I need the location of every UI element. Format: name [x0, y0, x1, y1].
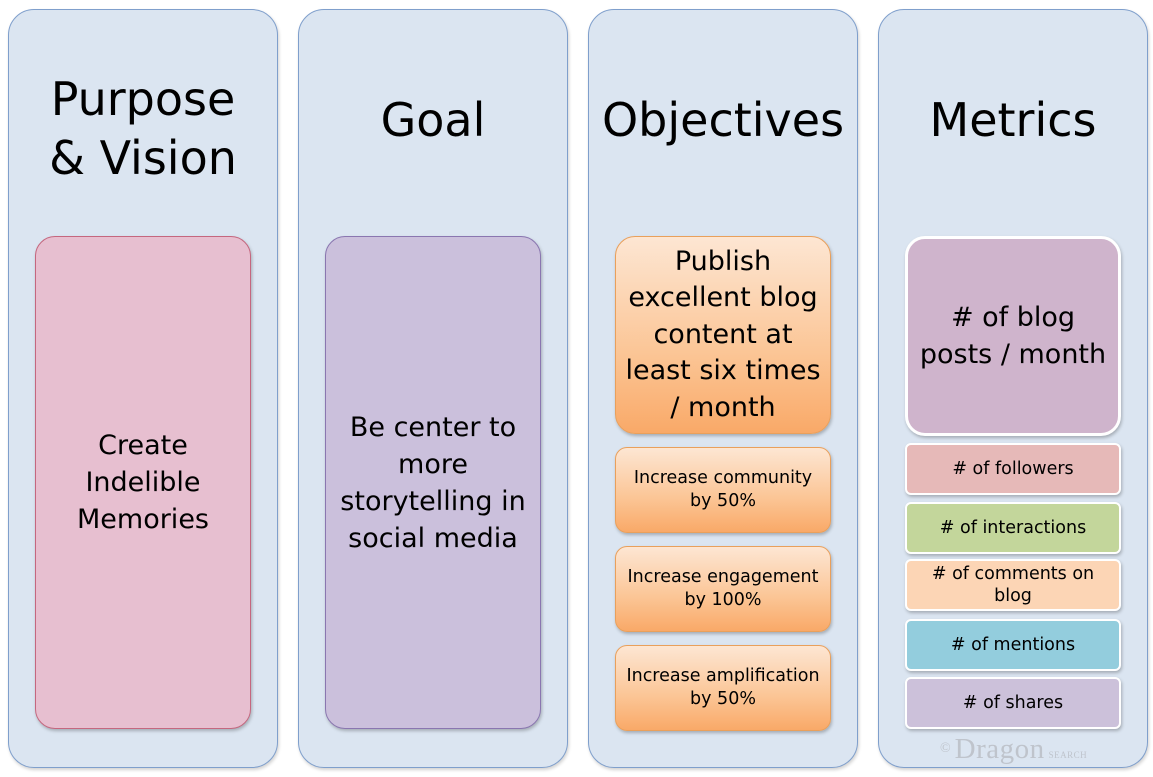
metric-item-label: # of interactions — [939, 518, 1087, 538]
objective-item-label: Increase amplification by 50% — [626, 666, 820, 709]
metrics-title: Metrics — [929, 93, 1097, 147]
objective-item-label: Increase engagement by 100% — [627, 567, 819, 610]
watermark-brand: Dragon — [954, 733, 1045, 765]
objective-item-label: Increase community by 50% — [633, 468, 813, 511]
metric-item: # of mentions — [905, 619, 1121, 671]
purpose-title-line-2: & Vision — [49, 131, 237, 185]
objectives-column: Objectives Publish excellent blog conten… — [588, 9, 858, 768]
goal-title: Goal — [380, 93, 486, 147]
goal-card: Be center to more storytelling in social… — [325, 236, 541, 729]
dragon-search-watermark: © Dragon SEARCH — [940, 733, 1087, 766]
metric-item-label: # of comments on blog — [931, 564, 1095, 606]
objective-main-card: Publish excellent blog content at least … — [615, 236, 831, 434]
watermark-suffix: SEARCH — [1048, 750, 1088, 760]
objective-item: Increase community by 50% — [615, 447, 831, 533]
goal-column: Goal Be center to more storytelling in s… — [298, 9, 568, 768]
purpose-title-line-1: Purpose — [50, 72, 236, 126]
metrics-column: Metrics # of blog posts / month # of fol… — [878, 9, 1148, 768]
objective-item: Increase amplification by 50% — [615, 645, 831, 731]
metric-item: # of interactions — [905, 502, 1121, 554]
metric-main-card: # of blog posts / month — [905, 236, 1121, 436]
goal-card-text: Be center to more storytelling in social… — [340, 411, 526, 554]
metric-item-label: # of mentions — [950, 635, 1076, 655]
purpose-vision-column: Purpose & Vision Create Indelible Memori… — [8, 9, 278, 768]
objectives-title: Objectives — [601, 93, 845, 147]
objective-item: Increase engagement by 100% — [615, 546, 831, 632]
metric-item-label: # of followers — [952, 459, 1074, 479]
watermark-copyright: © — [940, 741, 951, 756]
purpose-vision-title: Purpose & Vision — [9, 70, 277, 188]
metric-item: # of comments on blog — [905, 559, 1121, 611]
objective-main-text: Publish excellent blog content at least … — [625, 245, 821, 423]
metric-item-label: # of shares — [962, 693, 1064, 713]
purpose-card-text: Create Indelible Memories — [76, 430, 209, 535]
metric-main-text: # of blog posts / month — [919, 302, 1107, 370]
metric-item: # of followers — [905, 443, 1121, 495]
metric-item: # of shares — [905, 677, 1121, 729]
purpose-card: Create Indelible Memories — [35, 236, 251, 729]
